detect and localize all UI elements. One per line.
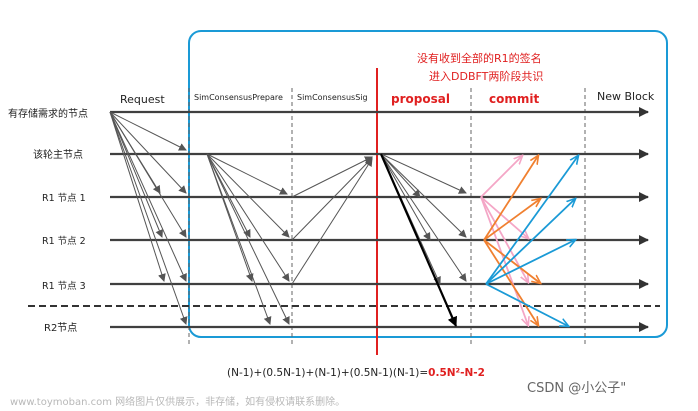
author-credit: CSDN @小公子": [527, 381, 626, 396]
message-count-formula: (N-1)+(0.5N-1)+(N-1)+(0.5N-1)(N-1)=0.5N²…: [227, 367, 485, 379]
phase-label-prepare: SimConsensusPrepare: [194, 93, 283, 102]
formula-result: 0.5N²-N-2: [428, 367, 485, 379]
consensus-frame: [188, 30, 668, 338]
node-label-leader: 该轮主节点: [33, 148, 83, 161]
timelines: [110, 107, 649, 332]
commit-arrows-pink: [480, 156, 528, 325]
annotation-line-1: 没有收到全部的R1的签名: [417, 51, 542, 65]
phase-label-commit: commit: [489, 92, 539, 106]
request-arrows: [109, 111, 188, 325]
annotation-line-2: 进入DDBFT两阶段共识: [429, 69, 543, 83]
sig-arrows: [291, 156, 373, 285]
node-label-r2: R2节点: [44, 322, 77, 334]
formula-expression: (N-1)+(0.5N-1)+(N-1)+(0.5N-1)(N-1)=: [227, 367, 428, 379]
phase-label-proposal: proposal: [391, 92, 450, 106]
proposal-arrow-to-r2: [379, 153, 458, 327]
node-label-r1-1: R1 节点 1: [42, 193, 86, 204]
commit-arrows-orange: [483, 156, 540, 325]
phase-label-sig: SimConsensusSig: [297, 93, 368, 102]
node-label-r1-3: R1 节点 3: [42, 281, 86, 292]
commit-arrows-blue: [485, 156, 578, 326]
node-label-client: 有存储需求的节点: [8, 107, 88, 120]
prepare-arrows: [206, 153, 290, 325]
proposal-arrows: [380, 153, 467, 285]
watermark-text: www.toymoban.com 网络图片仅供展示，非存储，如有侵权请联系删除。: [10, 395, 345, 408]
phase-label-new-block: New Block: [597, 90, 655, 103]
node-label-r1-2: R1 节点 2: [42, 236, 86, 247]
phase-label-request: Request: [120, 93, 165, 106]
